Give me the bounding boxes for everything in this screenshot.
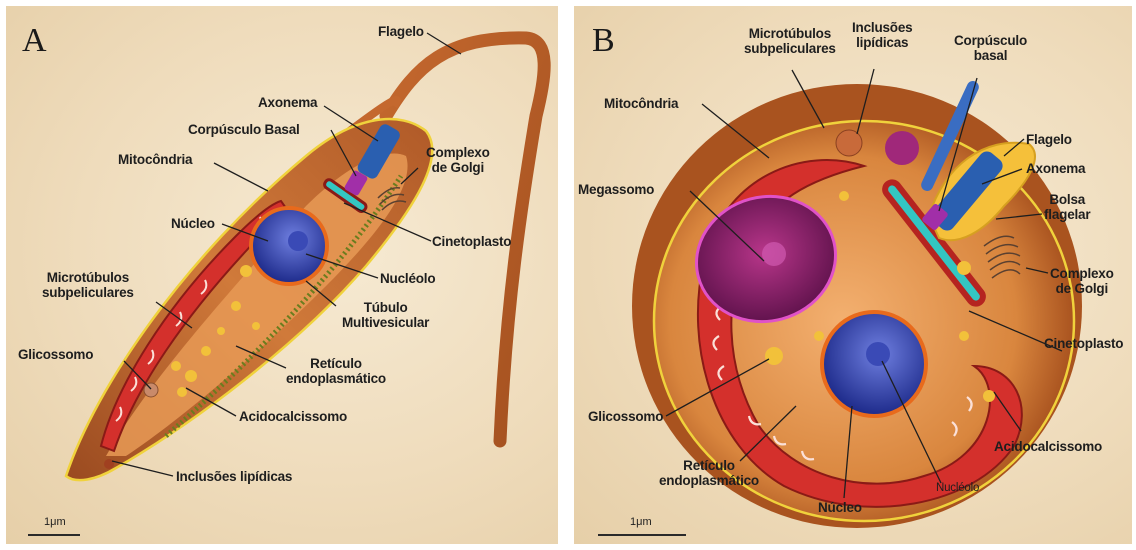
label-reticulo-b: Retículo endoplasmático: [659, 458, 759, 488]
label-reticulo-a: Retículo endoplasmático: [286, 356, 386, 386]
panel-a-letter: A: [22, 22, 47, 60]
label-bolsa-b: Bolsa flagelar: [1044, 192, 1090, 222]
label-microtubulos-a: Microtúbulos subpeliculares: [42, 270, 134, 300]
label-mitocondria-a: Mitocôndria: [118, 152, 192, 167]
label-nucleolo-a: Nucléolo: [380, 271, 435, 286]
label-complexo-golgi-a: Complexo de Golgi: [426, 145, 490, 175]
label-mitocondria-b: Mitocôndria: [604, 96, 678, 111]
label-nucleolo-b: Nucléolo: [936, 481, 979, 496]
panel-a-trypomastigote: A Flagelo Axonema Corpúsculo Basal Compl…: [6, 6, 558, 544]
label-axonema-b: Axonema: [1026, 161, 1085, 176]
label-flagelo-b: Flagelo: [1026, 132, 1072, 147]
scale-bar-a: [28, 534, 80, 536]
label-acidocalcissomo-b: Acidocalcissomo: [994, 439, 1102, 454]
label-cinetoplasto-a: Cinetoplasto: [432, 234, 511, 249]
nucleus-a: [251, 208, 327, 284]
lipid-inclusion-b: [836, 130, 862, 156]
nucleolus-a: [288, 231, 308, 251]
label-corpusculo-b: Corpúsculo basal: [954, 33, 1027, 63]
label-acidocalcissomo-a: Acidocalcissomo: [239, 409, 347, 424]
label-flagelo-a: Flagelo: [378, 24, 424, 39]
nucleolus-b: [866, 342, 890, 366]
label-cinetoplasto-b: Cinetoplasto: [1044, 336, 1123, 351]
label-tubulo-a: Túbulo Multivesicular: [342, 300, 429, 330]
panel-b-amastigote: B Microtúbulos subpeliculares Inclusões …: [574, 6, 1132, 544]
label-complexo-golgi-b: Complexo de Golgi: [1050, 266, 1114, 296]
scale-label-a: 1μm: [44, 516, 66, 528]
label-glicossomo-a: Glicossomo: [18, 347, 93, 362]
scale-bar-b: [598, 534, 686, 536]
scale-label-b: 1μm: [630, 516, 652, 528]
label-inclusoes-b: Inclusões lipídicas: [852, 20, 912, 50]
label-microtubulos-b: Microtúbulos subpeliculares: [744, 26, 836, 56]
panel-b-letter: B: [592, 22, 615, 60]
label-axonema-a: Axonema: [258, 95, 317, 110]
label-glicossomo-b: Glicossomo: [588, 409, 663, 424]
amastigote-illustration: [574, 6, 1132, 544]
label-corpusculo-basal-a: Corpúsculo Basal: [188, 122, 300, 137]
label-nucleo-b: Núcleo: [818, 500, 862, 515]
label-nucleo-a: Núcleo: [171, 216, 215, 231]
label-inclusoes-a: Inclusões lipídicas: [176, 469, 292, 484]
label-megassomo-b: Megassomo: [578, 182, 654, 197]
